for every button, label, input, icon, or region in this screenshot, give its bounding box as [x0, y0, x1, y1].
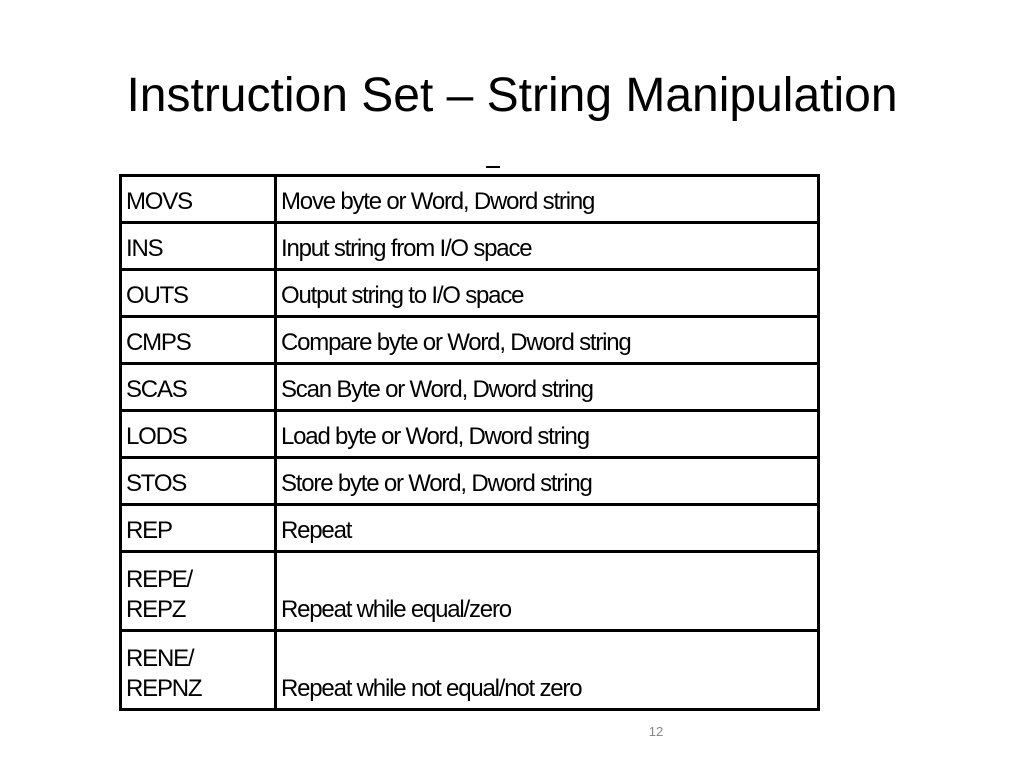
mnemonic-cell: MOVS — [119, 174, 277, 224]
table-row-outs: OUTS Output string to I/O space — [119, 268, 820, 318]
description-cell: Repeat — [274, 503, 820, 553]
mnemonic-cell: OUTS — [119, 268, 277, 318]
table-row-repe: REPE/ REPZ Repeat while equal/zero — [119, 550, 820, 632]
mnemonic-line: LODS — [126, 423, 188, 450]
description-cell: Store byte or Word, Dword string — [274, 456, 820, 506]
mnemonic-line: CMPS — [126, 329, 192, 356]
mnemonic-cell: LODS — [119, 409, 277, 459]
table-row-cmps: CMPS Compare byte or Word, Dword string — [119, 315, 820, 365]
description-cell: Load byte or Word, Dword string — [274, 409, 820, 459]
mnemonic-line: RENE/ — [126, 645, 195, 672]
instruction-table: MOVS Move byte or Word, Dword string INS… — [119, 174, 820, 711]
mnemonic-line: REPNZ — [126, 675, 203, 702]
table-row-lods: LODS Load byte or Word, Dword string — [119, 409, 820, 459]
mnemonic-cell: INS — [119, 221, 277, 271]
table-row-repne: RENE/ REPNZ Repeat while not equal/not z… — [119, 629, 820, 711]
description-cell: Output string to I/O space — [274, 268, 820, 318]
table-row-stos: STOS Store byte or Word, Dword string — [119, 456, 820, 506]
description-cell: Repeat while equal/zero — [274, 550, 820, 632]
mnemonic-line: REPE/ — [126, 566, 193, 593]
page-number: 12 — [648, 724, 664, 739]
mnemonic-line: REPZ — [126, 596, 186, 623]
mnemonic-line: STOS — [126, 470, 187, 497]
description-cell: Compare byte or Word, Dword string — [274, 315, 820, 365]
mnemonic-line: MOVS — [126, 188, 193, 215]
table-row-rep: REP Repeat — [119, 503, 820, 553]
description-cell: Move byte or Word, Dword string — [274, 174, 820, 224]
mnemonic-cell: RENE/ REPNZ — [119, 629, 277, 711]
description-cell: Scan Byte or Word, Dword string — [274, 362, 820, 412]
mnemonic-line: OUTS — [126, 282, 189, 309]
mnemonic-cell: SCAS — [119, 362, 277, 412]
table-row-scas: SCAS Scan Byte or Word, Dword string — [119, 362, 820, 412]
description-cell: Repeat while not equal/not zero — [274, 629, 820, 711]
mnemonic-cell: CMPS — [119, 315, 277, 365]
mnemonic-cell: STOS — [119, 456, 277, 506]
mnemonic-line: INS — [126, 235, 164, 262]
mnemonic-line: SCAS — [126, 376, 188, 403]
mnemonic-cell: REPE/ REPZ — [119, 550, 277, 632]
mnemonic-cell: REP — [119, 503, 277, 553]
slide-title: Instruction Set – String Manipulation — [126, 69, 898, 122]
table-caption-mark — [486, 166, 500, 168]
table-row-movs: MOVS Move byte or Word, Dword string — [119, 174, 820, 224]
description-cell: Input string from I/O space — [274, 221, 820, 271]
mnemonic-line: REP — [126, 517, 173, 544]
instruction-table-body: MOVS Move byte or Word, Dword string INS… — [119, 174, 820, 711]
table-row-ins: INS Input string from I/O space — [119, 221, 820, 271]
